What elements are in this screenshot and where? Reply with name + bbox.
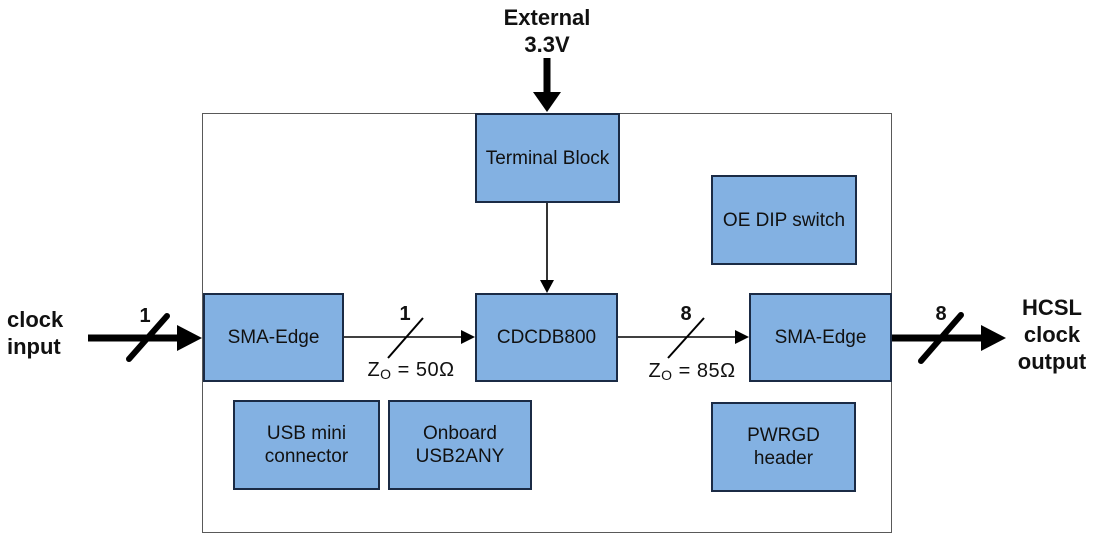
bus-width-from-cdcdb800: 8	[680, 303, 692, 325]
hcsl-clock-output-label: HCSL clock output	[1004, 294, 1100, 375]
external-supply-label: External 3.3V	[467, 4, 627, 58]
external-supply-line2: 3.3V	[524, 32, 570, 57]
block-label: SMA-Edge	[774, 327, 867, 348]
bus-width-output: 8	[935, 303, 947, 325]
impedance-value: = 50Ω	[391, 359, 455, 381]
clock-input-line1: clock	[7, 307, 64, 332]
block-pwrgd-header: PWRGD header	[711, 402, 856, 492]
hcsl-output-line1: HCSL	[1022, 295, 1082, 320]
block-cdcdb800: CDCDB800	[475, 293, 618, 382]
external-power-arrow	[533, 58, 561, 112]
terminal-to-cdcdb800-arrow	[540, 203, 554, 293]
block-label-line1: USB mini	[266, 423, 347, 444]
bus-width-input: 1	[139, 305, 151, 327]
block-sma-edge-input: SMA-Edge	[203, 293, 344, 382]
block-terminal-block: Terminal Block	[475, 113, 620, 203]
block-usb-mini-connector: USB mini connector	[233, 400, 380, 490]
clock-input-arrow	[88, 313, 202, 362]
block-sma-edge-output: SMA-Edge	[749, 293, 892, 382]
block-oe-dip-switch: OE DIP switch	[711, 175, 857, 265]
bus-width-to-cdcdb800: 1	[399, 303, 411, 325]
hcsl-output-line2: clock	[1023, 322, 1081, 347]
block-label: Terminal Block	[485, 147, 610, 169]
hcsl-output-line3: output	[1017, 349, 1087, 374]
block-label-line2: header	[753, 448, 814, 469]
block-label: SMA-Edge	[227, 327, 320, 348]
impedance-subscript: O	[661, 367, 673, 383]
block-label-line1: PWRGD	[747, 425, 820, 446]
external-supply-line1: External	[503, 5, 591, 30]
block-label: CDCDB800	[496, 327, 597, 348]
clock-input-label: clock input	[7, 306, 63, 360]
block-label-line2: connector	[264, 446, 349, 467]
impedance-output-label: ZO = 85Ω	[622, 360, 762, 383]
impedance-input-label: ZO = 50Ω	[341, 359, 481, 382]
block-onboard-usb2any: Onboard USB2ANY	[388, 400, 532, 490]
sma-to-cdcdb800-arrow	[344, 317, 475, 359]
block-label-line2: USB2ANY	[415, 446, 505, 467]
impedance-symbol: Z	[648, 360, 662, 382]
impedance-subscript: O	[380, 366, 392, 382]
cdcdb800-to-sma-arrow	[618, 317, 749, 359]
clock-output-arrow	[892, 312, 1006, 364]
block-label: OE DIP switch	[722, 209, 846, 231]
block-label-line1: Onboard	[423, 423, 497, 444]
impedance-symbol: Z	[367, 359, 381, 381]
impedance-value: = 85Ω	[672, 360, 736, 382]
clock-input-line2: input	[7, 334, 61, 359]
